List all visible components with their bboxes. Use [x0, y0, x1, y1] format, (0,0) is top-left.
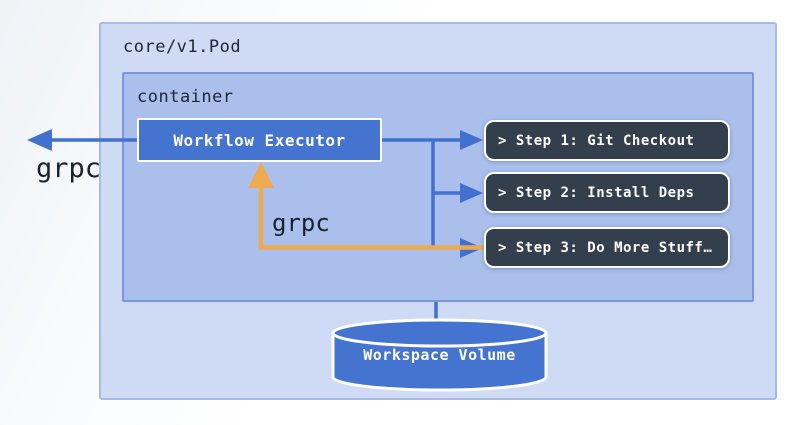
grpc-return-arrowhead-icon: [248, 162, 274, 188]
grpc-return-label: grpc: [272, 209, 330, 237]
workspace-volume-cylinder-body: [331, 333, 548, 392]
grpc-out-label: grpc: [36, 153, 102, 184]
step2-arrowhead-icon: [460, 183, 483, 203]
workflow-executor-node: Workflow Executor: [137, 118, 382, 162]
container-label: container: [137, 87, 234, 107]
grpc-return-line: [258, 184, 484, 250]
step-2-node: > Step 2: Install Deps: [484, 172, 730, 213]
step-1-node: > Step 1: Git Checkout: [484, 120, 730, 161]
workspace-volume-cylinder-top: [331, 318, 548, 348]
workspace-volume-label: Workspace Volume: [363, 346, 516, 364]
grpc-out-arrowhead-icon: [27, 129, 52, 151]
step-3-node: > Step 3: Do More Stuff…: [484, 227, 730, 268]
step1-arrowhead-icon: [460, 130, 483, 150]
pod-label: core/v1.Pod: [123, 37, 242, 57]
